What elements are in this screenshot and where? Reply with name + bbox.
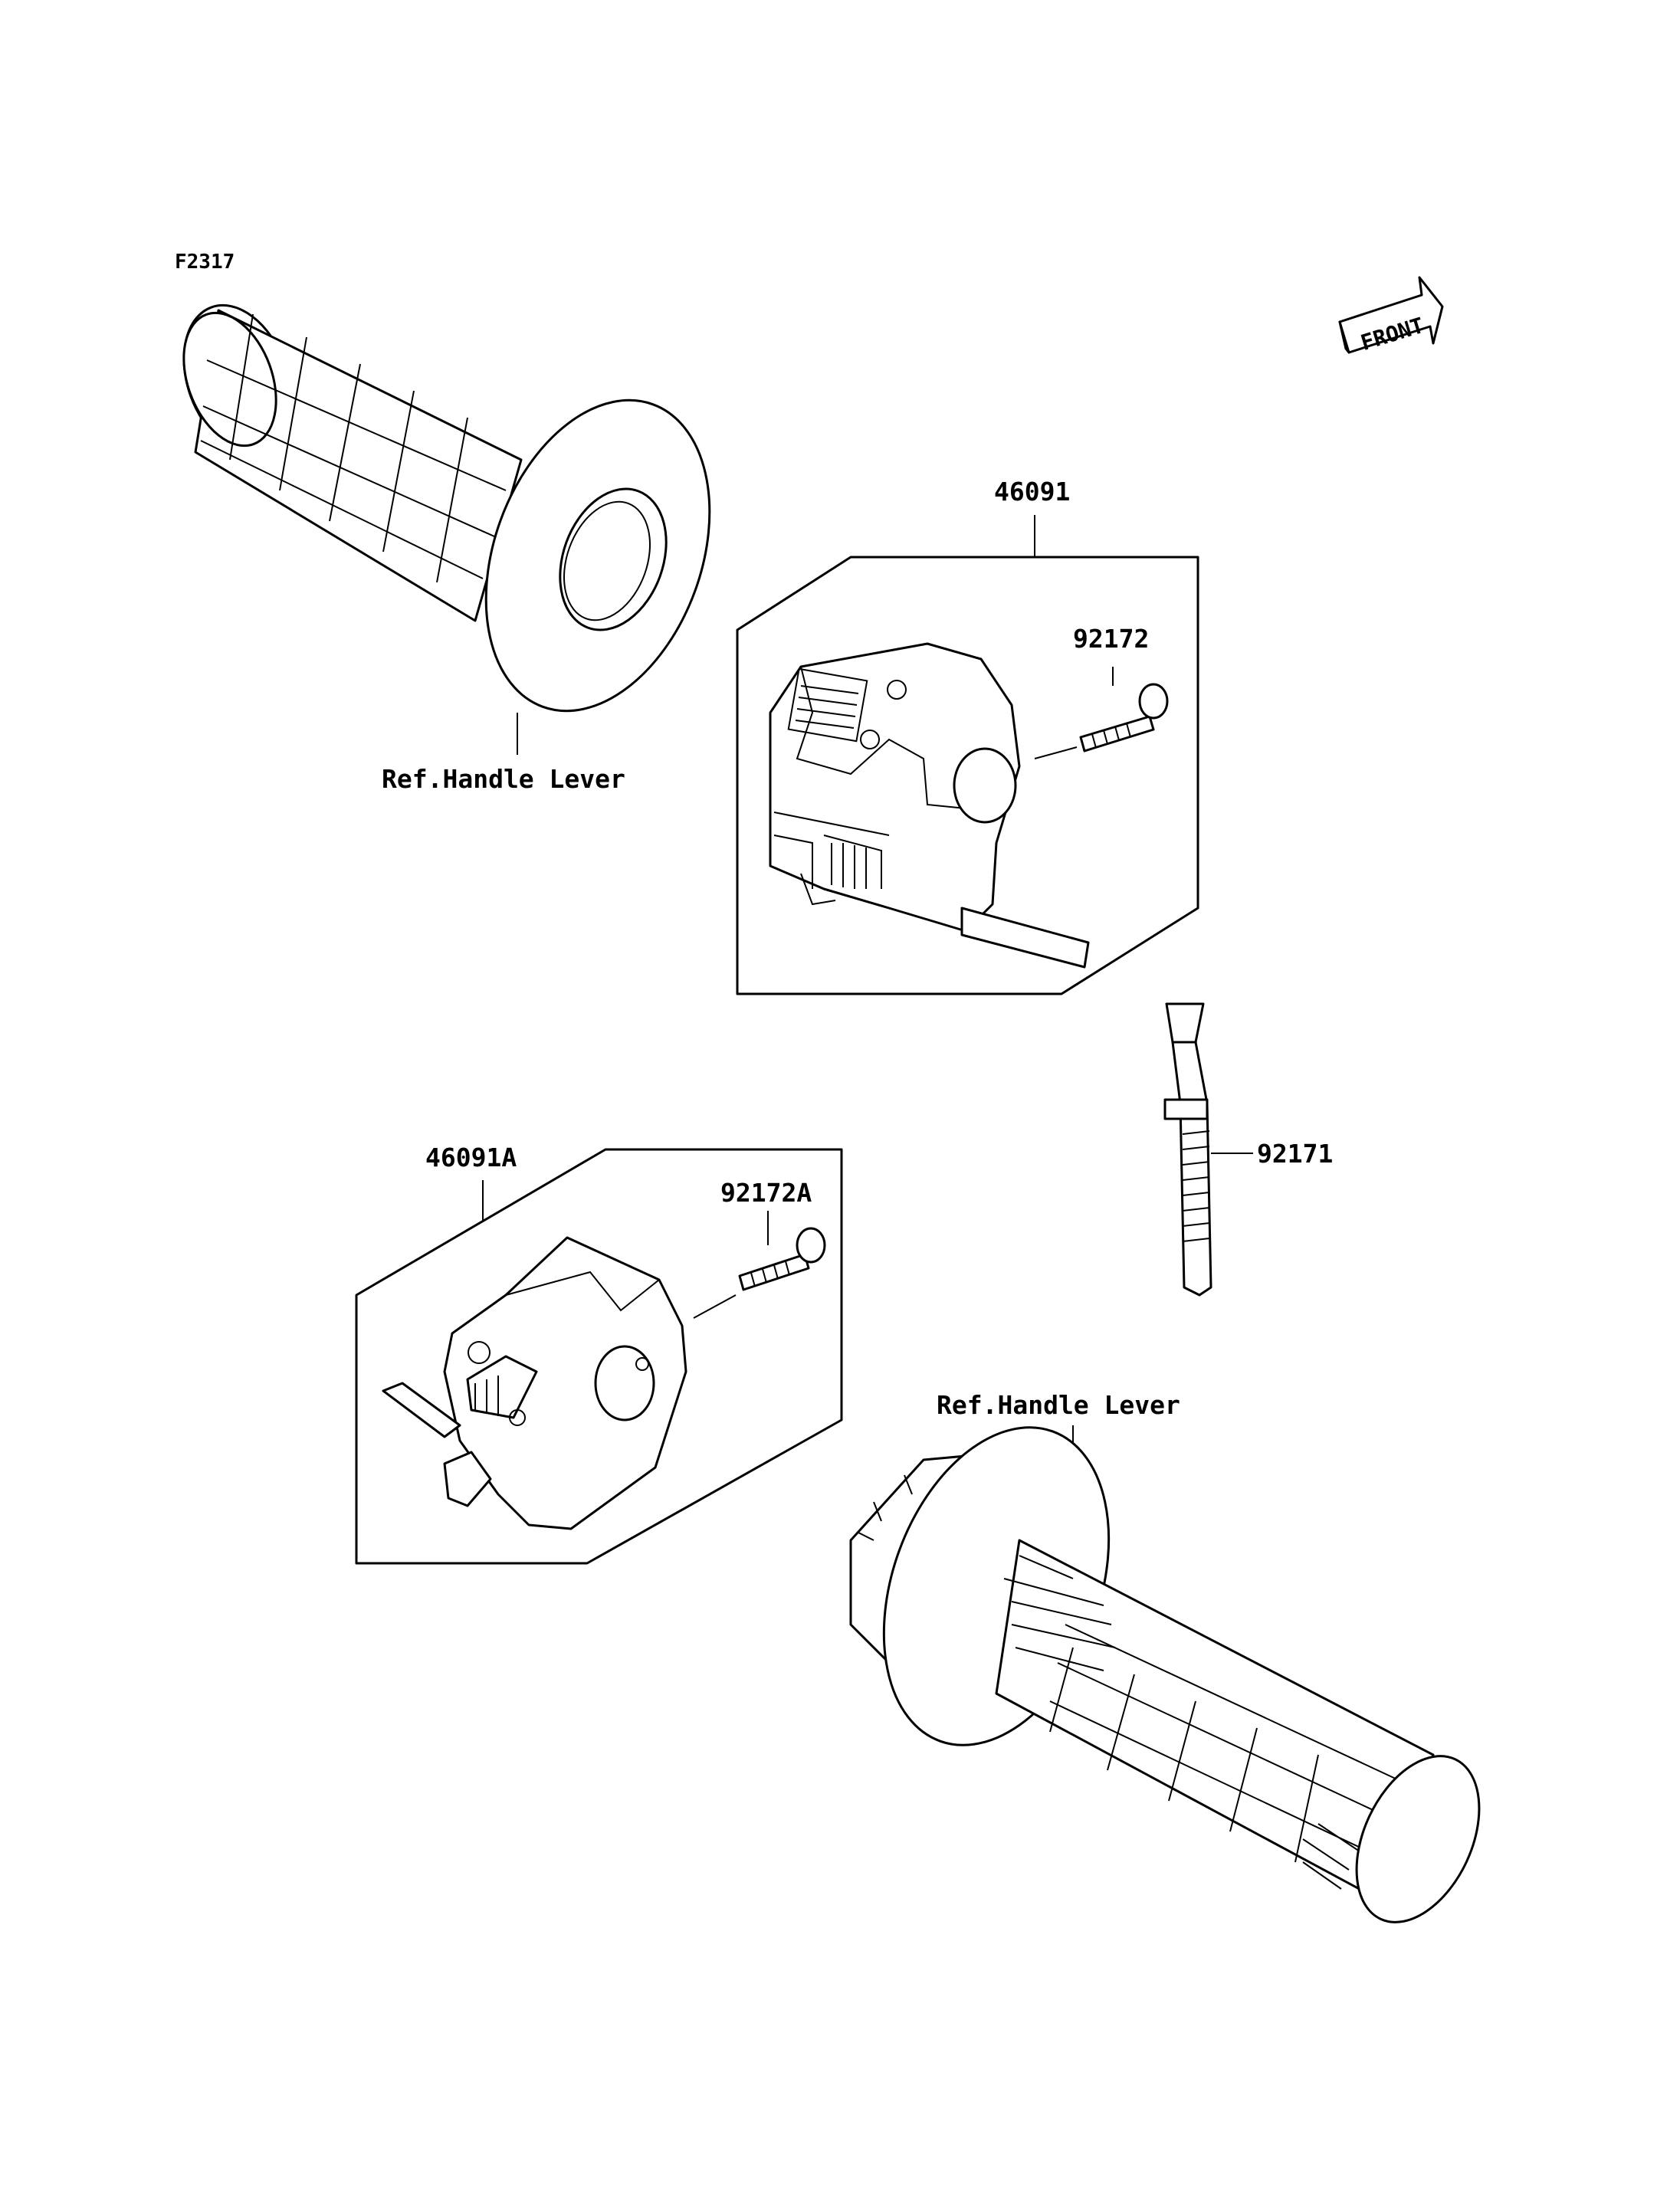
callout-switch-left-screw: 92172A — [720, 1178, 812, 1208]
switch-right-frame — [736, 556, 1199, 995]
right-grip-illustration — [849, 1426, 1481, 1923]
screw-92172-illustration — [1034, 667, 1169, 759]
callout-switch-left: 46091A — [425, 1143, 517, 1172]
callout-switch-right: 46091 — [994, 477, 1070, 507]
callout-cable-band: 92171 — [1257, 1139, 1333, 1169]
left-grip-illustration — [182, 303, 711, 755]
switch-left-frame — [355, 1148, 843, 1565]
cable-band-illustration — [1163, 1002, 1253, 1297]
screw-92172A-illustration — [693, 1211, 826, 1319]
callout-switch-right-screw: 92172 — [1073, 624, 1149, 654]
switch-left-illustration — [382, 1236, 687, 1530]
callout-left-grip: Ref.Handle Lever — [382, 764, 625, 794]
figure-code: F2317 — [175, 251, 235, 274]
front-arrow-icon: FRONT — [1338, 276, 1444, 356]
callout-right-grip: Ref.Handle Lever — [937, 1390, 1180, 1420]
switch-right-illustration — [769, 642, 1090, 969]
